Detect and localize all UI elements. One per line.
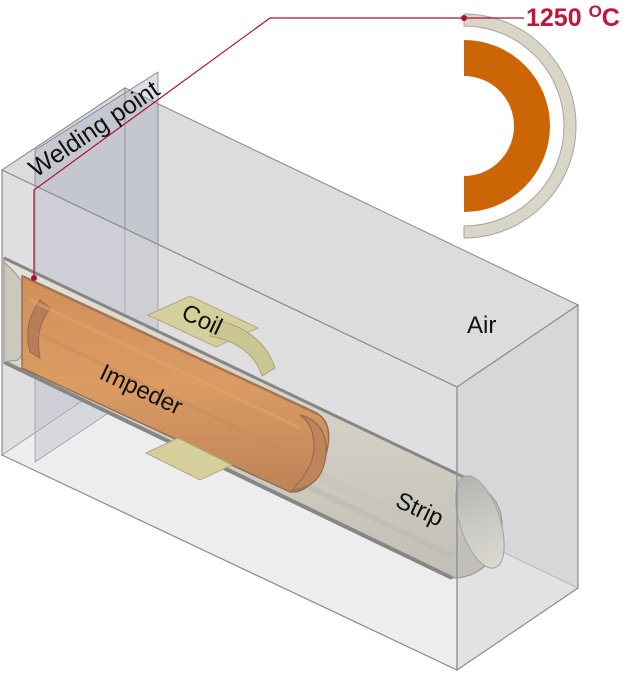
- impeder-shade: [29, 328, 296, 457]
- cross-section-inset: [461, 13, 577, 239]
- air-box-right-face: [456, 303, 579, 672]
- strip-ring-section: [463, 13, 577, 239]
- temperature-unit: C: [602, 4, 620, 32]
- welding-point-leader-line: [33, 17, 524, 278]
- impeder-highlight: [29, 298, 301, 430]
- welding-point-dot: [31, 275, 37, 281]
- temperature-value: 1250: [526, 4, 589, 32]
- temperature-unit-sup: O: [589, 2, 602, 21]
- label-air: Air: [467, 312, 496, 339]
- impeder-end-face: [290, 414, 327, 491]
- impeder-section: [464, 40, 550, 212]
- impeder-inner-bore: [27, 299, 51, 360]
- impeder: [21, 274, 330, 493]
- strip-bottom-edge: [3, 360, 453, 580]
- coil: [146, 295, 276, 377]
- label-temperature: 1250 OC: [526, 2, 620, 32]
- impeder-top-edge: [21, 274, 319, 416]
- coil-ring-back: [209, 319, 276, 377]
- strip-top-edge: [3, 256, 471, 482]
- coil-bottom-plate: [144, 437, 234, 481]
- air-box-front: [1, 169, 579, 672]
